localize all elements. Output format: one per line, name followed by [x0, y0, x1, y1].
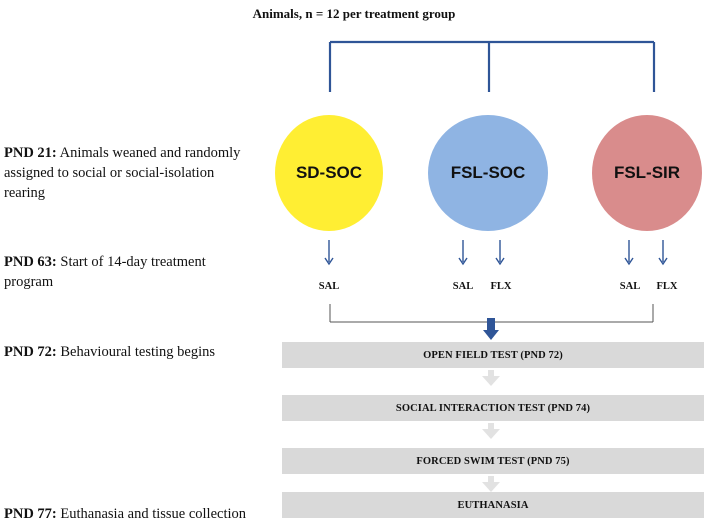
step-desc-cont: assigned to social or social-isolation — [4, 165, 215, 181]
group-circle-sd-soc: SD-SOC — [275, 115, 383, 231]
test-social-interaction: SOCIAL INTERACTION TEST (PND 74) — [282, 395, 704, 421]
treatment-fsl-sir-sal: SAL — [619, 281, 641, 292]
step-day: PND 63: — [4, 254, 57, 270]
step-desc: Start of 14-day treatment — [60, 254, 206, 270]
treatment-fsl-sir-flx: FLX — [656, 281, 678, 292]
treatment-fsl-soc-sal: SAL — [452, 281, 474, 292]
group-label-sd-soc: SD-SOC — [295, 163, 363, 182]
group-bracket — [328, 40, 656, 92]
step-day: PND 21: — [4, 145, 57, 161]
test-open-field: OPEN FIELD TEST (PND 72) — [282, 342, 704, 368]
step-desc: Behavioural testing begins — [60, 344, 216, 360]
step-day: PND 77: — [4, 506, 57, 522]
group-label-fsl-sir: FSL-SIR — [613, 163, 681, 182]
step-pnd72: PND 72: Behavioural testing begins — [4, 342, 272, 362]
test-euthanasia: EUTHANASIA — [282, 492, 704, 518]
diagram-header: Animals, n = 12 per treatment group — [252, 6, 456, 21]
step-pnd63: PND 63: Start of 14-day treatment progra… — [4, 252, 272, 292]
treatment-fsl-soc-flx: FLX — [490, 281, 512, 292]
test-connectors — [482, 370, 500, 492]
step-day: PND 72: — [4, 344, 57, 360]
step-desc-cont: rearing — [4, 185, 46, 201]
test-forced-swim: FORCED SWIM TEST (PND 75) — [282, 448, 704, 474]
group-circle-fsl-sir: FSL-SIR — [592, 115, 702, 231]
group-label-fsl-soc: FSL-SOC — [450, 163, 526, 182]
step-desc-cont: program — [4, 274, 54, 290]
step-pnd77: PND 77: Euthanasia and tissue collection — [4, 504, 282, 524]
entry-arrow — [483, 318, 499, 340]
group-circle-fsl-soc: FSL-SOC — [428, 115, 548, 231]
treatment-arrows — [324, 240, 668, 266]
step-desc: Animals weaned and randomly — [59, 145, 241, 161]
treatment-sd-soc-sal: SAL — [318, 281, 340, 292]
step-desc: Euthanasia and tissue collection — [60, 506, 247, 522]
step-pnd21: PND 21: Animals weaned and randomly assi… — [4, 143, 272, 203]
